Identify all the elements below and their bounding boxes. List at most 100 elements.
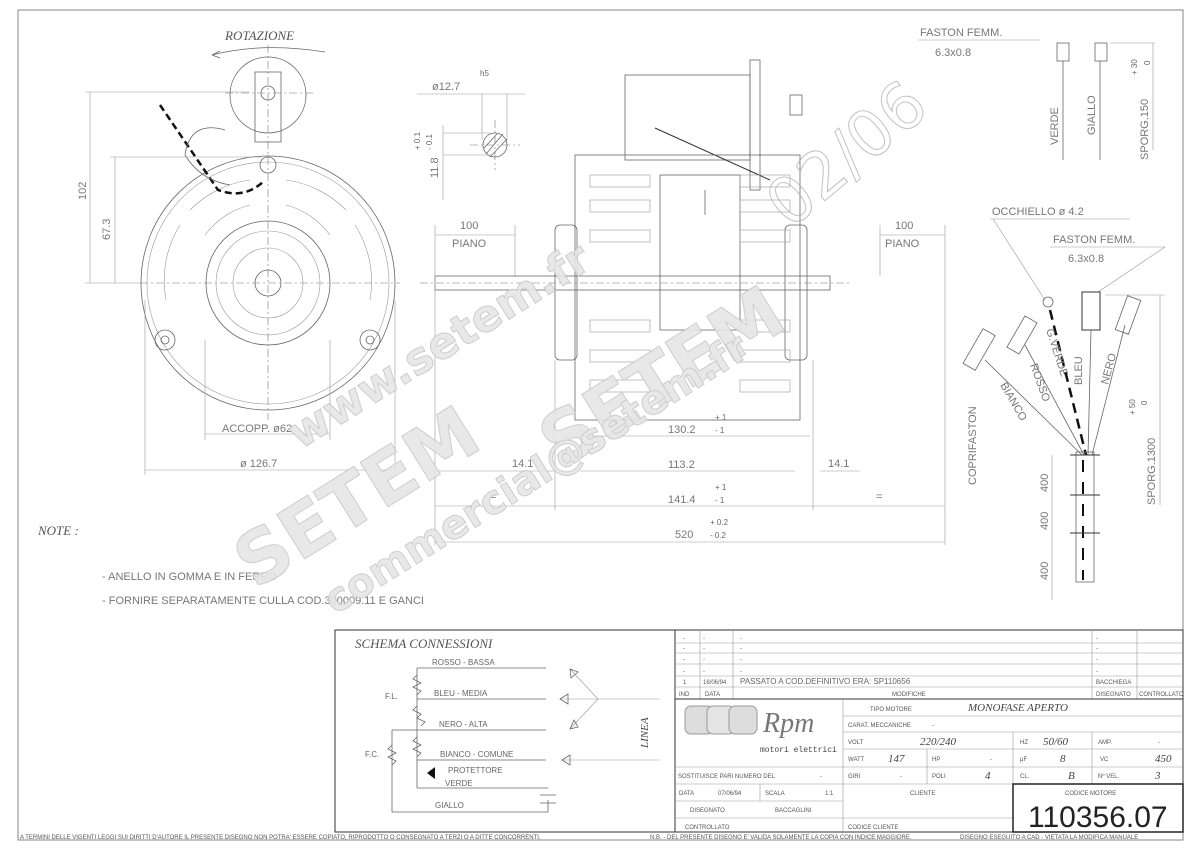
faston-label-top: FASTON FEMM. [920,27,1002,39]
revision-ind: - [683,669,685,675]
hz-value: 50/60 [1043,736,1069,748]
codice-motore-value: 110356.07 [1028,801,1168,834]
header-ind: IND [679,692,690,698]
vc-value: 450 [1155,753,1172,765]
shaft-height: 11.8 [429,157,441,178]
shaft-diameter: ø12.7 [432,81,460,93]
revision-data: - [703,636,705,642]
vel-value: 3 [1154,770,1161,782]
faston-size-top: 6.3x0.8 [935,47,971,59]
spacing-2: 400 [1039,512,1051,530]
volt-label: VOLT [848,740,864,746]
shaft-tol-minus: - 0.1 [425,133,434,150]
revision-modifica: - [740,669,742,675]
revision-row: 1 16/06/94 PASSATO A COD.DEFINITIVO ERA: S… [683,677,1131,686]
dim-130: 130.2 [668,424,696,436]
note-item: - ANELLO IN GOMMA E IN FERRO [102,571,277,583]
carat-value: - [932,723,934,729]
tol-130-minus: - 1 [715,426,725,435]
revision-modifica: PASSATO A COD.DEFINITIVO ERA: SP110656 [740,677,911,686]
tol-520-plus: + 0.2 [710,518,729,527]
carat-label: CARAT. MECCANICHE [848,723,911,729]
dim-141: 141.4 [668,494,696,506]
data-value: 07/06/94 [718,791,742,797]
logo-text: Rpm [762,708,814,739]
left-piano-label: PIANO [452,238,487,250]
notes-title: NOTE : [37,523,79,538]
dim-diameter: ø 126.7 [240,458,277,470]
cl-label: CL. [1020,774,1030,780]
equal-left: = [490,491,496,503]
drawing-frame [17,9,1184,841]
revision-modifica: - [740,636,742,642]
cliente-label: CLIENTE [910,791,935,797]
codice-motore-label: CODICE MOTORE [1065,791,1116,797]
tipo-motore-value: MONOFASE APERTO [967,702,1068,714]
giallo-label: GIALLO [1086,95,1098,135]
sostituisce-label: SOSTITUISCE PARI NUMERO DEL [678,774,776,780]
sporg-150-tol-plus: + 30 [1130,59,1139,75]
linea-label: LINEA [639,717,651,749]
codice-cliente-label: CODICE CLIENTE [848,825,898,831]
footer-cad: DISEGNO ESEGUITO A CAD - VIETATA LA MODI… [960,835,1138,841]
dim-accopp: ACCOPP. ø62 [222,423,292,435]
nero-label: NERO [1099,352,1119,386]
coprifaston-label: COPRIFASTON [967,406,979,485]
revision-ind: - [683,636,685,642]
side-view: 100 PIANO 100 PIANO + 1 130.2 - 1 113.2 … [420,59,946,545]
revision-data: 16/06/94 [703,680,727,686]
revision-modifica: - [740,646,742,652]
revision-ind: - [683,657,685,663]
faston-label-main: FASTON FEMM. [1053,234,1135,246]
revision-ind: 1 [683,680,687,686]
wire-nero: NERO - ALTA [439,720,488,729]
sporg-1300-tol-plus: + 50 [1128,399,1137,415]
revision-disegnato: - [1096,669,1098,675]
uf-value: 8 [1060,753,1066,765]
watt-label: WATT [848,757,865,763]
occhiello-label: OCCHIELLO ø 4.2 [992,206,1084,218]
revision-modifica: - [740,657,742,663]
hp-label: HP [932,757,940,763]
header-controllato: CONTROLLATO [1139,692,1184,698]
footer-copyright: A TERMINI DELLE VIGENTI LEGGI SUI DIRITT… [20,835,541,841]
tipo-motore-label: TIPO MOTORE [870,707,912,713]
right-shaft-length: 100 [895,220,913,232]
uf-label: μF [1020,757,1027,763]
tol-141-minus: - 1 [715,496,725,505]
footer-nb: N.B. - DEL PRESENTE DISEGNO E' VALIDA SO… [650,835,912,841]
footer: A TERMINI DELLE VIGENTI LEGGI SUI DIRITT… [20,835,1138,841]
tol-130-plus: + 1 [715,413,727,422]
rotation-label: ROTAZIONE [224,28,294,43]
revision-row: ---- [683,657,1098,663]
leads-top-detail: FASTON FEMM. 6.3x0.8 VERDE GIALLO SPORG.… [918,27,1155,160]
giri-label: GIRI [848,774,861,780]
poli-value: 4 [985,770,991,782]
revision-disegnato: - [1096,636,1098,642]
wire-bianco: BIANCO - COMUNE [440,750,513,759]
fl-label: F.L. [385,692,398,701]
header-disegnato: DISEGNATO [1096,692,1131,698]
rosso-label: ROSSO [1027,362,1052,404]
ground-wire [158,104,266,195]
disegnato-value: BACCAGLINI [775,808,812,814]
giallo-wire-label: GIALLO [435,801,464,810]
revision-row: ---- [683,646,1098,652]
sostituisce-value: - [820,774,822,780]
revision-disegnato: - [1096,657,1098,663]
dim-14-right: 14.1 [828,458,849,470]
logo-subtitle: motori elettrici [760,746,837,755]
shaft-section: h5 ø12.7 11.8 + 0.1 - 0.1 [413,69,525,200]
sporg-1300: SPORG.1300 [1146,438,1158,505]
revision-disegnato: - [1096,646,1098,652]
wire-rosso: ROSSO - BASSA [432,658,495,667]
rpm-logo: Rpm motori elettrici [684,705,837,755]
header-data: DATA [705,692,720,698]
equal-right: = [876,491,882,503]
sporg-150-tol-minus: 0 [1143,60,1152,65]
watermark: www.setem.fr SETEM SETEM commercial@sete… [219,67,942,624]
controllato-label: CONTROLLATO [685,825,730,831]
revision-data: - [703,657,705,663]
